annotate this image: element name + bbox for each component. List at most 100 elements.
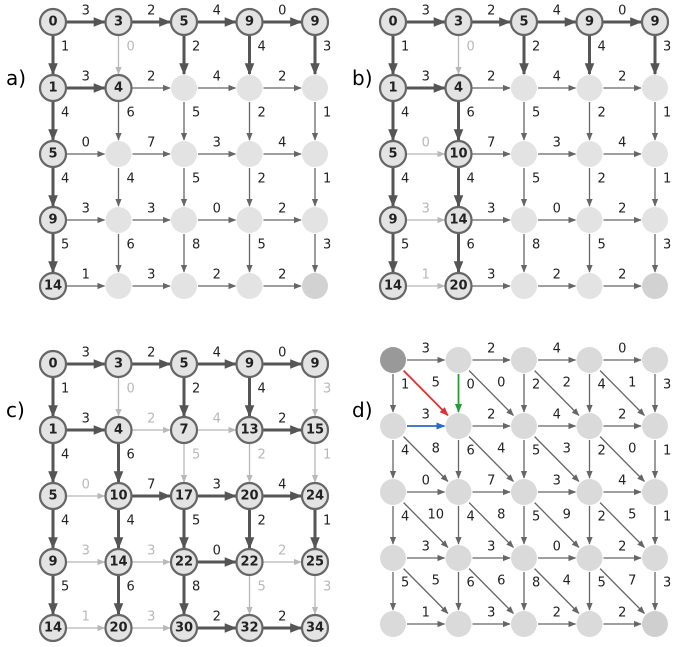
- grid-node: [640, 7, 670, 37]
- edge-weight: 3: [147, 544, 155, 559]
- grid-node: [378, 139, 408, 169]
- edge-weight: 0: [127, 40, 135, 55]
- edge-weight: 2: [618, 606, 626, 621]
- edge-weight: 5: [532, 106, 540, 121]
- grid-node: [378, 73, 408, 103]
- edge-weight: 1: [628, 376, 636, 391]
- grid-node: [171, 141, 197, 167]
- grid-node: [169, 349, 199, 379]
- edge-weight: 5: [192, 448, 200, 463]
- node-score: 9: [48, 555, 57, 570]
- node-score: 17: [175, 489, 193, 504]
- edge-weight: 2: [487, 70, 495, 85]
- node-score: 13: [240, 423, 258, 438]
- edge-weight: 3: [422, 540, 430, 555]
- edge-weight: 4: [61, 448, 69, 463]
- grid-node: [576, 347, 603, 373]
- edge-weight: 3: [487, 606, 495, 621]
- grid-node: [235, 613, 264, 643]
- node-score: 1: [388, 81, 397, 96]
- node-score: 34: [306, 621, 324, 636]
- edge-weight: 6: [497, 574, 505, 589]
- grid-node: [171, 273, 197, 299]
- edge-weight: 2: [147, 412, 155, 427]
- edge-weight: 1: [663, 172, 671, 187]
- edge-weight: 0: [82, 136, 90, 151]
- edge-weight: 4: [618, 136, 626, 151]
- edge-weight: 7: [147, 478, 155, 493]
- edge-weight: 1: [323, 106, 331, 121]
- edge-weight: 2: [487, 342, 495, 357]
- edge-weight: 4: [401, 106, 409, 121]
- edge-weight: 4: [61, 106, 69, 121]
- edge-weight: 8: [192, 580, 200, 595]
- edge-weight: 0: [278, 4, 286, 19]
- node-score: 22: [240, 555, 258, 570]
- edge-weight: 2: [258, 514, 266, 529]
- edge-weight: 3: [422, 342, 430, 357]
- edge-weight: 3: [213, 478, 221, 493]
- grid-node: [104, 415, 133, 445]
- edge-weight: 5: [401, 576, 409, 591]
- diagonal-edge: [468, 568, 514, 614]
- grid-node: [104, 547, 133, 577]
- edge-weight: 2: [278, 412, 286, 427]
- edge-weight: 5: [61, 238, 69, 253]
- edge-weight: 2: [278, 268, 286, 283]
- edge-weight: 5: [258, 580, 266, 595]
- edge-weight: 5: [432, 574, 440, 589]
- grid-node: [445, 347, 472, 373]
- edge-weight: 2: [278, 70, 286, 85]
- edge-weight: 4: [258, 382, 266, 397]
- edge-weight: 2: [563, 376, 571, 391]
- edge-weight: 3: [82, 202, 90, 217]
- node-score: 20: [449, 279, 467, 294]
- edge-weight: 4: [213, 412, 221, 427]
- edge-weight: 2: [598, 444, 606, 459]
- grid-node: [642, 413, 668, 439]
- edge-weight: 3: [213, 136, 221, 151]
- node-score: 3: [114, 357, 123, 372]
- grid-node: [642, 141, 668, 167]
- node-score: 9: [245, 15, 254, 30]
- diagonal-edge: [468, 502, 514, 548]
- node-score: 4: [114, 81, 123, 96]
- edge-weight: 0: [618, 4, 626, 19]
- edge-weight: 3: [563, 442, 571, 457]
- edge-weight: 4: [278, 478, 286, 493]
- grid-node: [236, 273, 263, 299]
- edge-weight: 7: [487, 474, 495, 489]
- edge-weight: 6: [127, 580, 135, 595]
- edge-weight: 1: [663, 106, 671, 121]
- grid-node: [302, 207, 328, 233]
- grid-node: [38, 7, 68, 37]
- grid-node: [104, 481, 133, 511]
- grid-node: [576, 141, 603, 167]
- edge-weight: 2: [278, 202, 286, 217]
- node-score: 9: [245, 357, 254, 372]
- edge-weight: 5: [192, 172, 200, 187]
- node-score: 32: [240, 621, 258, 636]
- edge-weight: 1: [401, 40, 409, 55]
- node-score: 14: [44, 279, 62, 294]
- edge-weight: 3: [663, 238, 671, 253]
- diagonal-edge: [402, 369, 449, 417]
- edge-weight: 3: [553, 474, 561, 489]
- grid-node: [511, 207, 537, 233]
- edge-weight: 4: [401, 444, 409, 459]
- edge-weight: 1: [323, 448, 331, 463]
- node-score: 5: [388, 147, 397, 162]
- edge-weight: 6: [467, 576, 475, 591]
- diagonal-edge: [534, 370, 580, 416]
- grid-node: [235, 349, 264, 379]
- grid-node: [511, 75, 537, 101]
- panel-label: d): [352, 398, 373, 422]
- edge-weight: 4: [213, 346, 221, 361]
- diagonal-edge: [599, 502, 645, 548]
- grid-node: [169, 415, 199, 445]
- edge-weight: 2: [192, 40, 200, 55]
- edge-weight: 1: [323, 514, 331, 529]
- node-score: 5: [179, 15, 188, 30]
